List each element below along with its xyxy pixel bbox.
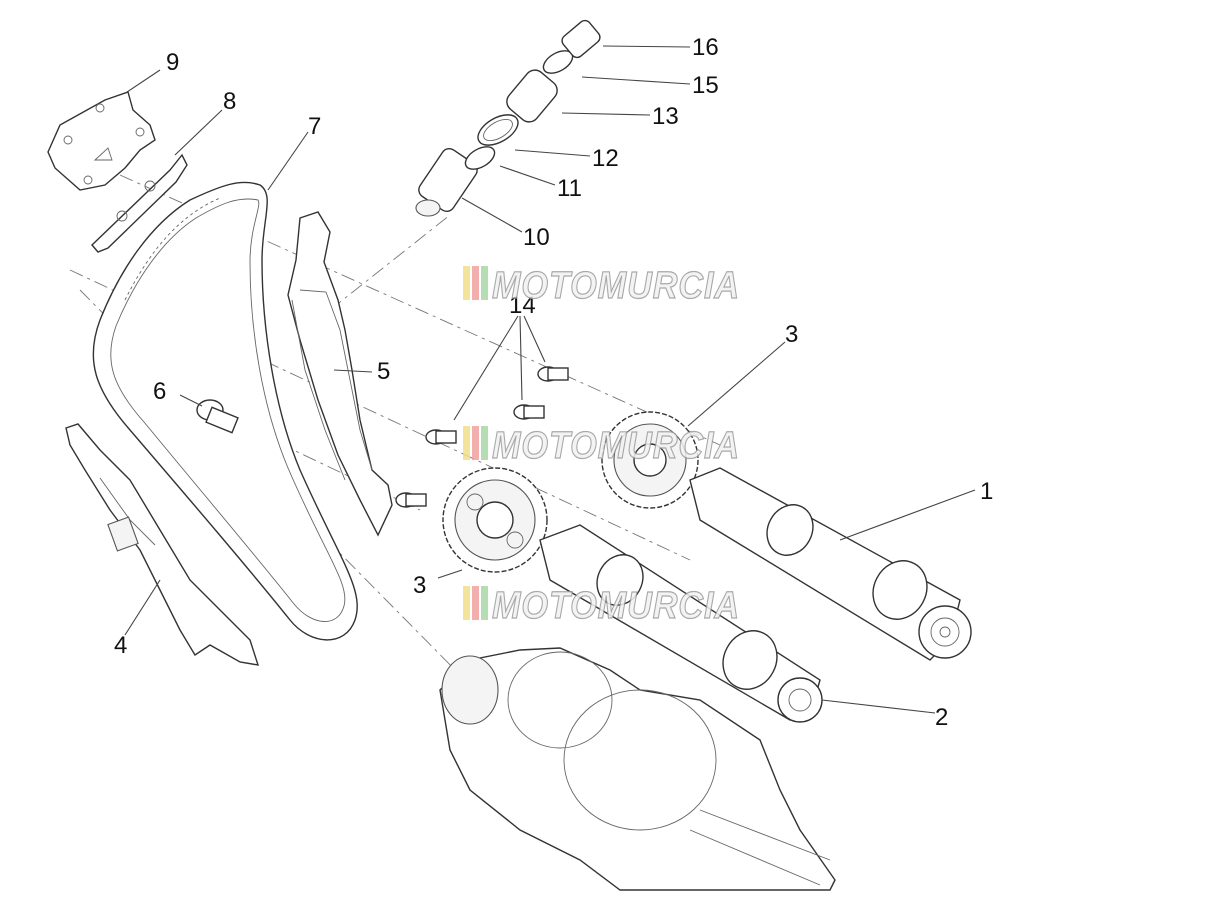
watermark-top: MOTOMURCIA (463, 264, 740, 308)
callout-5: 5 (377, 358, 390, 385)
crankshaft (439, 647, 836, 891)
callout-13: 13 (652, 103, 679, 130)
camshaft-sprocket-lower (442, 467, 548, 573)
watermark-stripe-yellow (463, 426, 470, 460)
callout-3-upper: 3 (785, 321, 798, 348)
watermark-middle: MOTOMURCIA (463, 424, 740, 468)
chain-tensioner-guide (287, 211, 393, 537)
callout-9: 9 (166, 49, 179, 76)
watermark-stripe-red (472, 586, 479, 620)
watermark-text-bottom: MOTOMURCIA (492, 585, 740, 627)
camshaft-gear-screws (395, 366, 569, 508)
callout-7: 7 (308, 113, 321, 140)
watermark-stripe-red (472, 426, 479, 460)
watermark-bottom: MOTOMURCIA (463, 584, 740, 628)
callout-2: 2 (935, 704, 948, 731)
watermark-stripe-yellow (463, 266, 470, 300)
watermark-stripe-green (481, 586, 488, 620)
callout-1: 1 (980, 478, 993, 505)
callout-6: 6 (153, 378, 166, 405)
watermark-stripe-yellow (463, 586, 470, 620)
callout-12: 12 (592, 145, 619, 172)
pivot-bolt (196, 399, 239, 434)
callout-11: 11 (557, 175, 582, 202)
watermark-stripe-red (472, 266, 479, 300)
callout-labels: 16 15 13 12 11 10 9 8 7 14 5 6 3 3 1 4 2 (114, 34, 993, 731)
leader-lines (124, 45, 976, 714)
watermark-text-top: MOTOMURCIA (492, 265, 740, 307)
callout-3-lower: 3 (413, 572, 426, 599)
fixed-chain-guide (65, 423, 260, 666)
callout-8: 8 (223, 88, 236, 115)
camshaft-upper (689, 467, 972, 661)
timing-chain (92, 181, 358, 641)
camshaft-lower (539, 524, 823, 723)
watermark-stripe-green (481, 266, 488, 300)
callout-10: 10 (523, 224, 550, 251)
chain-tensioner-stack (415, 19, 601, 217)
callout-15: 15 (692, 72, 719, 99)
chain-guide-plate (47, 91, 156, 191)
chain-slider-pad (91, 153, 188, 253)
callout-16: 16 (692, 34, 719, 61)
callout-14: 14 (509, 292, 536, 319)
camshaft-sprocket-upper (601, 411, 699, 509)
callout-4: 4 (114, 632, 127, 659)
watermark-text-middle: MOTOMURCIA (492, 425, 740, 467)
watermark-stripe-green (481, 426, 488, 460)
